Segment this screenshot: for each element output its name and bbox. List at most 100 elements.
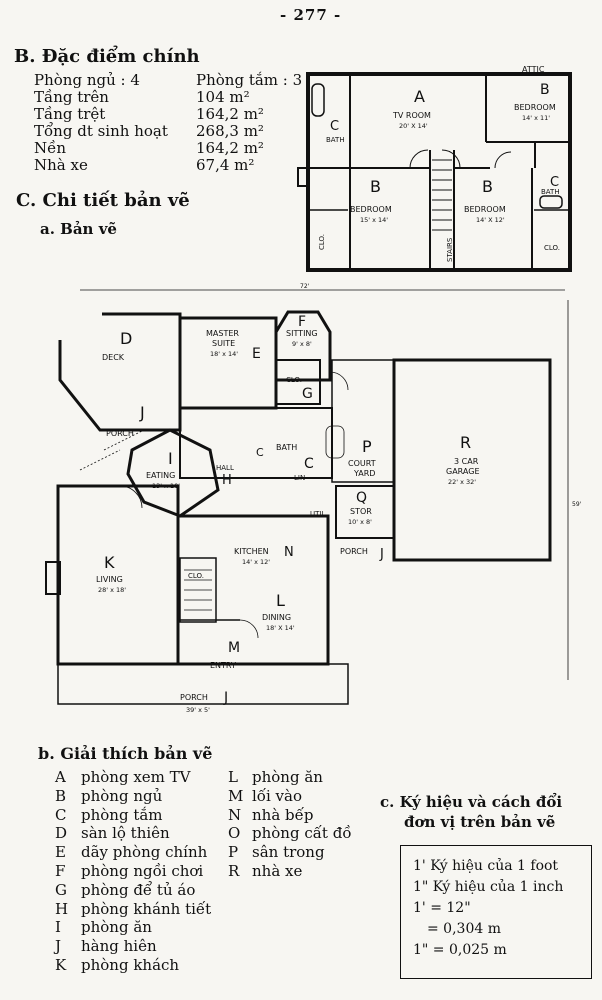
room-letter: E xyxy=(252,346,261,362)
room-name: EATING xyxy=(146,471,175,480)
spec-values: Phòng tắm : 3 104 m² 164,2 m² 268,3 m² 1… xyxy=(196,72,302,174)
closet-label: CLO. xyxy=(188,572,204,580)
room-size: 14' X 12' xyxy=(476,216,505,224)
section-b-title: B. Đặc điểm chính xyxy=(14,46,200,67)
room-letter: M xyxy=(228,640,240,656)
room-name: SITTING xyxy=(286,329,318,338)
subsection-c-title: c. Ký hiệu và cách đổi đơn vị trên bản v… xyxy=(380,793,563,831)
room-name: 3 CAR xyxy=(454,457,479,466)
room-letter: C xyxy=(330,119,339,134)
room-letter: B xyxy=(540,82,550,98)
spec-value: 268,3 m² xyxy=(196,122,264,140)
room-letter: C xyxy=(256,446,264,459)
attic-label: ATTIC xyxy=(522,65,545,74)
room-letter: A xyxy=(414,87,425,106)
room-name: GARAGE xyxy=(446,467,480,476)
room-name: UTIL xyxy=(310,510,325,518)
room-name: DINING xyxy=(262,613,291,622)
room-name: DECK xyxy=(102,353,125,362)
unit-line: 1' = 12" xyxy=(413,900,471,916)
room-name: PORCH xyxy=(340,547,368,556)
room-size: 20' X 14' xyxy=(399,122,428,130)
room-name: YARD xyxy=(353,469,375,478)
room-letter: J xyxy=(379,547,384,562)
closet-label: CLO. xyxy=(318,234,326,250)
spec-label: Tầng trệt xyxy=(34,105,106,123)
upper-floor-plan: ATTIC A TV ROOM 20' X 14' B BEDROOM 14' … xyxy=(297,65,572,272)
room-letter: G xyxy=(302,386,313,402)
room-name: PORCH xyxy=(180,693,208,702)
units-box: 1' Ký hiệu của 1 foot 1" Ký hiệu của 1 i… xyxy=(400,845,592,979)
spec-label: Nền xyxy=(34,139,67,157)
spec-value: 104 m² xyxy=(196,88,250,106)
unit-line: 1" = 0,025 m xyxy=(413,942,507,958)
room-name: BEDROOM xyxy=(350,205,392,214)
dimension-label: 72' xyxy=(300,283,310,290)
subsection-a-title: a. Bản vẽ xyxy=(40,220,117,238)
room-name: ENTRY xyxy=(210,661,236,670)
room-letter: C xyxy=(304,456,314,472)
spec-label: Nhà xe xyxy=(34,156,88,174)
spec-value: Phòng tắm : 3 xyxy=(196,71,303,89)
room-letter: R xyxy=(460,433,471,452)
spec-label: Phòng ngủ : 4 xyxy=(34,71,140,89)
room-size: 18' x 14' xyxy=(210,350,238,358)
room-name: TV ROOM xyxy=(392,111,431,120)
unit-line: 1' Ký hiệu của 1 foot xyxy=(413,858,559,874)
closet-label: CLO. xyxy=(286,376,302,384)
room-size: 10' x 8' xyxy=(348,518,372,526)
room-size: 14' x 12' xyxy=(242,558,270,566)
room-name: MASTER xyxy=(206,329,239,338)
room-size: 9' x 8' xyxy=(292,340,312,348)
room-letter: N xyxy=(284,545,294,560)
room-letter: Q xyxy=(356,490,367,506)
spec-value: 164,2 m² xyxy=(196,139,264,157)
room-name: BEDROOM xyxy=(514,103,556,112)
room-name: HALL xyxy=(216,464,234,472)
room-letter: H xyxy=(222,473,232,488)
page-number: - 277 - xyxy=(280,6,342,24)
room-letter: P xyxy=(362,437,372,456)
room-name: STOR xyxy=(350,507,372,516)
room-letter: D xyxy=(120,329,132,348)
subsection-b-title: b. Giải thích bản vẽ xyxy=(38,744,213,763)
room-name: LIVING xyxy=(96,575,123,584)
room-size: 39' x 5' xyxy=(186,706,210,714)
room-name: PORCH xyxy=(106,429,134,438)
room-size: 14' x 11' xyxy=(522,114,550,122)
spec-labels: Phòng ngủ : 4 Tầng trên Tầng trệt Tổng d… xyxy=(34,72,168,174)
section-c-title: C. Chi tiết bản vẽ xyxy=(16,190,190,211)
room-name: LIN xyxy=(294,474,305,482)
stairs-label: STAIRS xyxy=(446,237,454,262)
room-size: 15' x 14' xyxy=(360,216,388,224)
room-letter: J xyxy=(223,690,228,706)
unit-line: 1" Ký hiệu của 1 inch xyxy=(413,879,564,895)
room-name: KITCHEN xyxy=(234,547,269,556)
room-name: BATH xyxy=(541,188,560,196)
spec-label: Tổng dt sinh hoạt xyxy=(34,122,168,140)
room-letter: F xyxy=(298,314,306,330)
room-size: 13' x 10' xyxy=(152,482,180,490)
room-name: BATH xyxy=(326,136,345,144)
closet-label: CLO. xyxy=(544,244,560,252)
spec-value: 67,4 m² xyxy=(196,156,255,174)
main-floor-plan: D DECK MASTER SUITE 18' x 14' E F SITTIN… xyxy=(45,283,582,714)
room-letter: J xyxy=(139,403,145,422)
room-name: COURT xyxy=(348,459,376,468)
